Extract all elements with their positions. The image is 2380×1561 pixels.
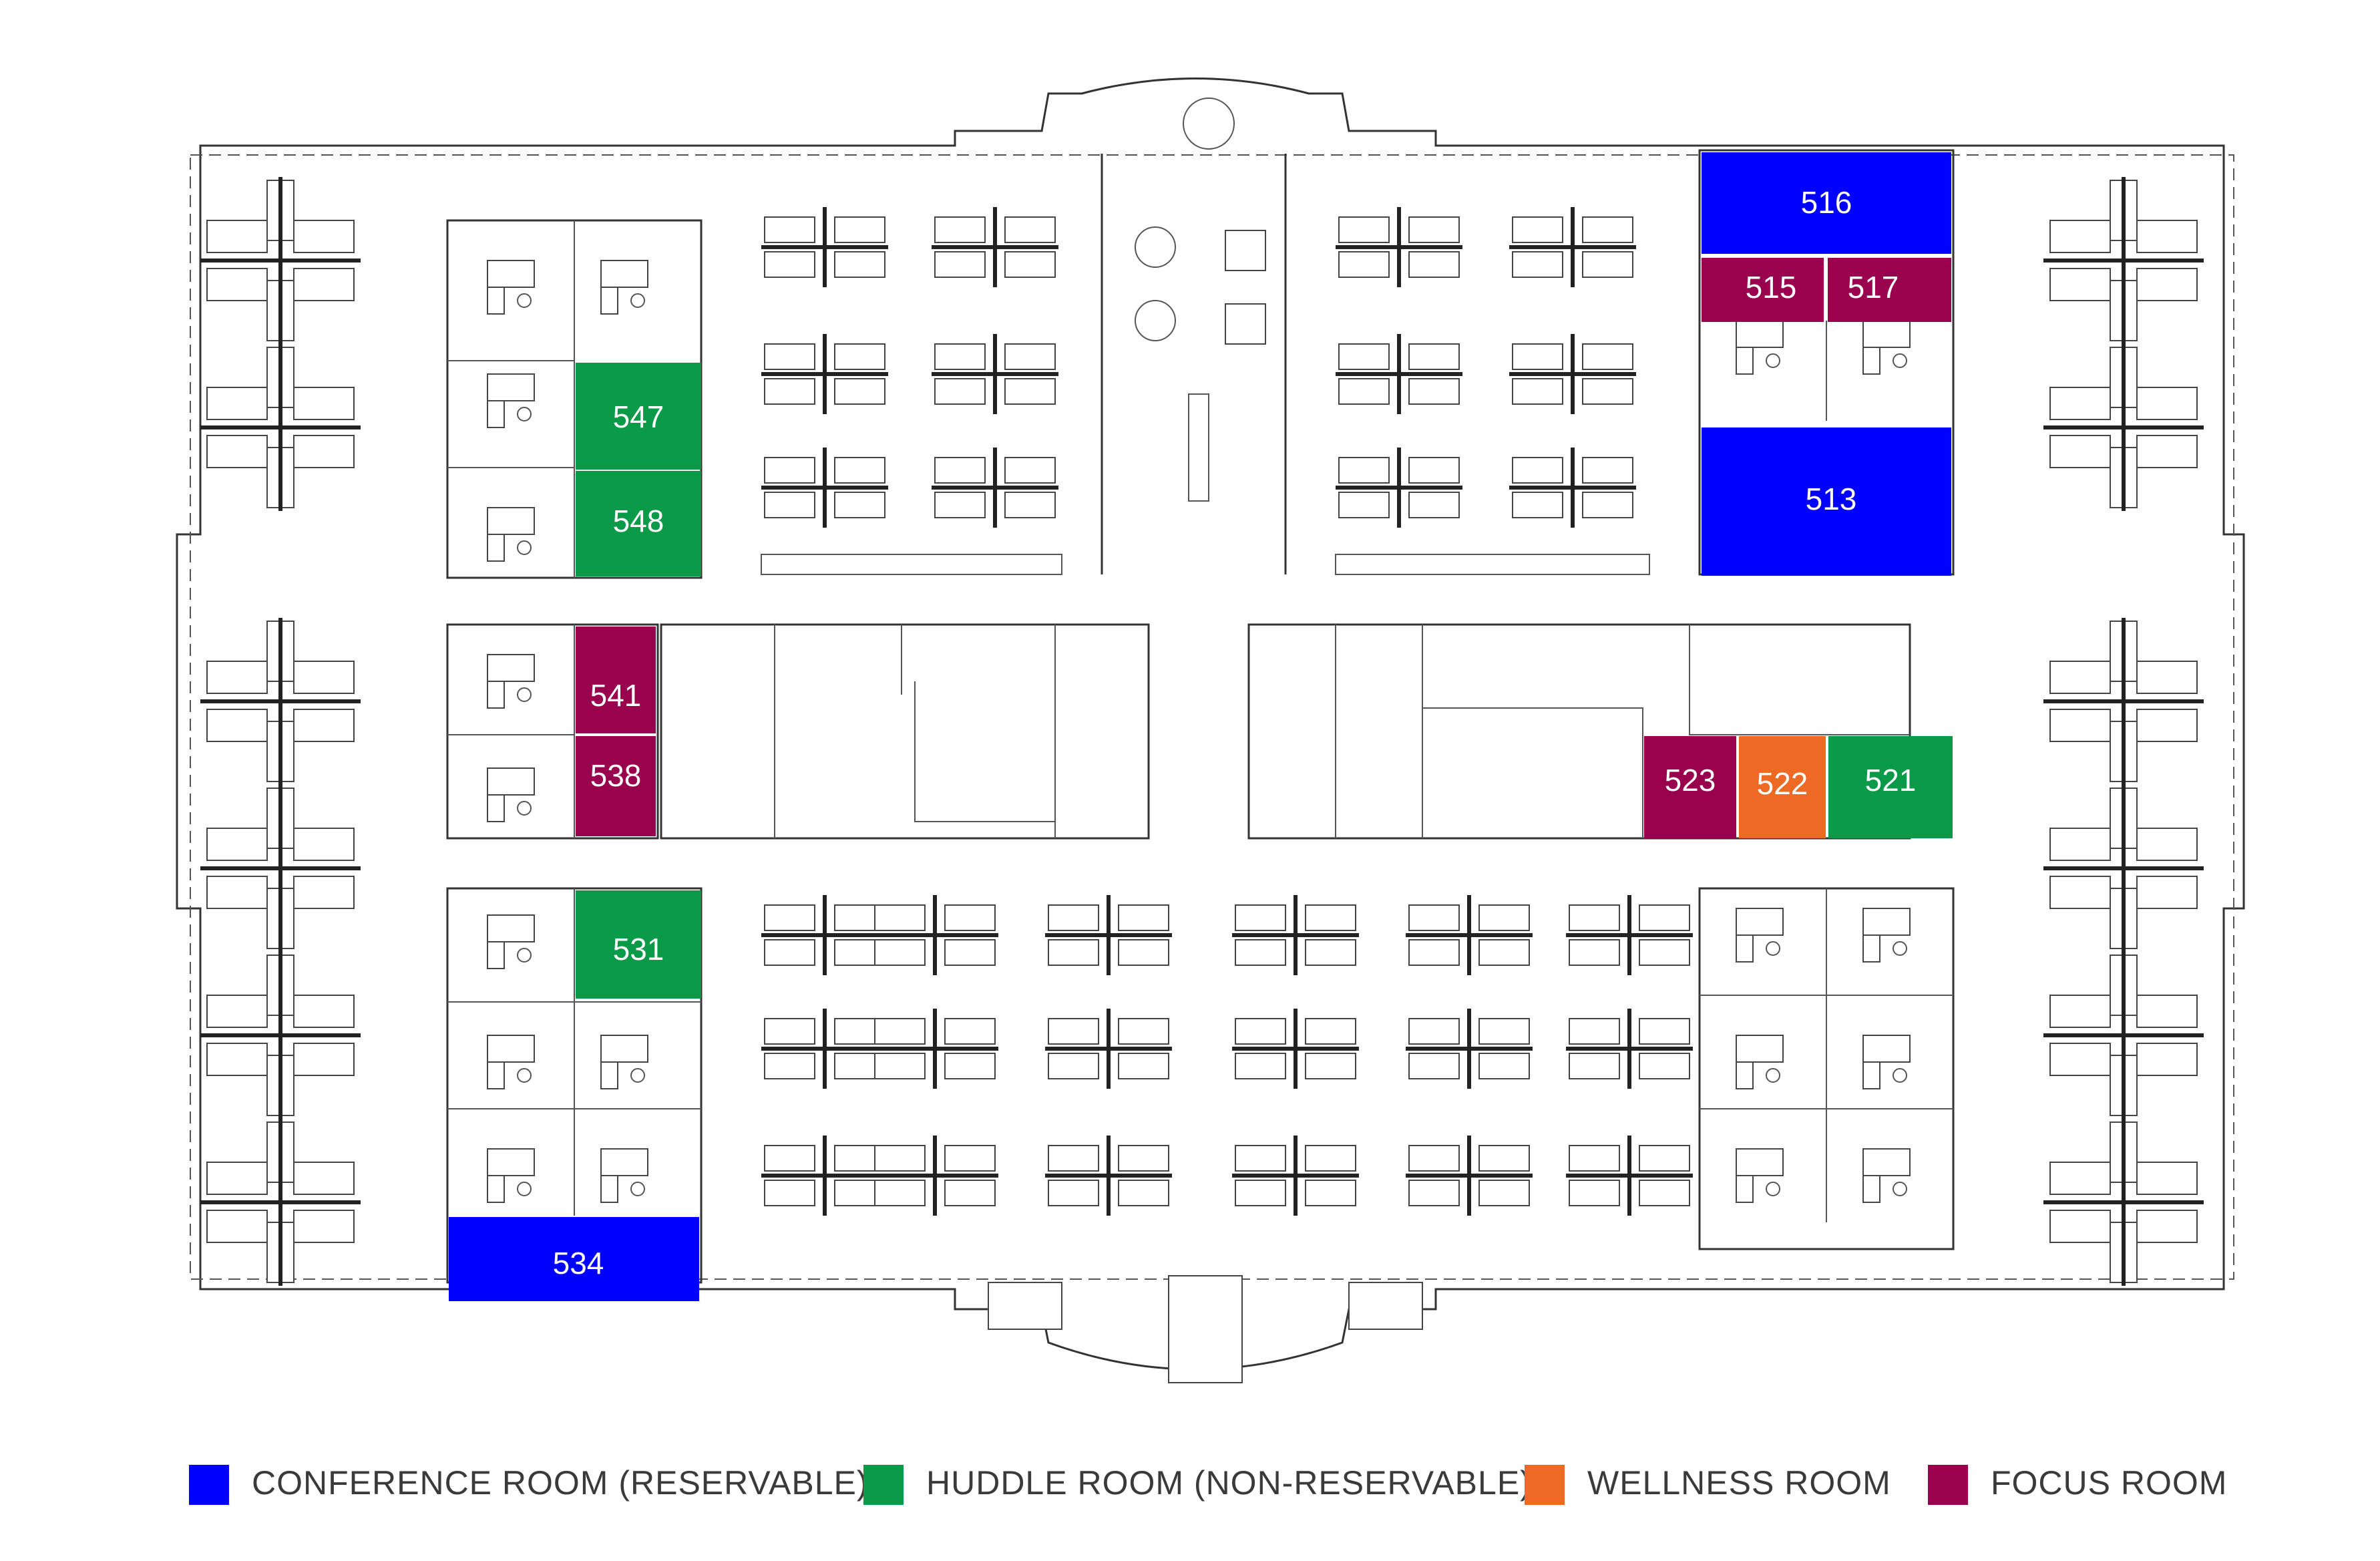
room-538[interactable]: 538 xyxy=(576,736,656,836)
room-521-label: 521 xyxy=(1865,763,1917,798)
legend-item-huddle: HUDDLE ROOM (NON-RESERVABLE) xyxy=(863,1464,1532,1505)
room-516-label: 516 xyxy=(1801,185,1852,220)
room-522-label: 522 xyxy=(1757,766,1808,801)
legend-item-focus: FOCUS ROOM xyxy=(1928,1464,2227,1505)
room-517-label: 517 xyxy=(1848,270,1899,305)
room-547[interactable]: 547 xyxy=(576,363,701,470)
room-515[interactable]: 515 xyxy=(1702,258,1824,322)
room-548-fill xyxy=(576,471,701,576)
legend-label-conference: CONFERENCE ROOM (RESERVABLE) xyxy=(252,1464,869,1502)
legend-label-wellness: WELLNESS ROOM xyxy=(1587,1464,1891,1502)
purple-square-icon xyxy=(1928,1465,1968,1505)
room-531[interactable]: 531 xyxy=(576,890,701,999)
legend-label-huddle: HUDDLE ROOM (NON-RESERVABLE) xyxy=(926,1464,1532,1502)
legend: CONFERENCE ROOM (RESERVABLE) HUDDLE ROOM… xyxy=(189,1464,2227,1505)
room-548-label: 548 xyxy=(613,504,664,538)
room-513[interactable]: 513 xyxy=(1702,427,1951,576)
orange-square-icon xyxy=(1525,1465,1565,1505)
room-521-fill xyxy=(1828,736,1953,838)
room-534-fill xyxy=(449,1217,699,1301)
room-515-fill xyxy=(1702,258,1824,322)
room-513-label: 513 xyxy=(1806,482,1857,516)
room-538-fill xyxy=(576,736,656,836)
room-548[interactable]: 548 xyxy=(576,471,701,576)
legend-label-focus: FOCUS ROOM xyxy=(1991,1464,2227,1502)
room-515-label: 515 xyxy=(1746,270,1797,305)
room-523[interactable]: 523 xyxy=(1644,736,1736,838)
room-531-label: 531 xyxy=(613,932,664,967)
blue-square-icon xyxy=(189,1465,229,1505)
room-522[interactable]: 522 xyxy=(1739,736,1826,838)
room-538-label: 538 xyxy=(590,758,642,793)
green-square-icon xyxy=(863,1465,904,1505)
room-531-fill xyxy=(576,890,701,999)
room-517[interactable]: 517 xyxy=(1828,258,1951,322)
room-541-fill xyxy=(576,627,656,733)
room-547-label: 547 xyxy=(613,399,664,434)
room-513-fill xyxy=(1702,427,1951,576)
room-547-fill xyxy=(576,363,701,470)
room-541[interactable]: 541 xyxy=(576,627,656,733)
room-541-label: 541 xyxy=(590,678,642,713)
room-516[interactable]: 516 xyxy=(1702,152,1951,254)
room-534[interactable]: 534 xyxy=(449,1217,699,1301)
legend-item-conference: CONFERENCE ROOM (RESERVABLE) xyxy=(189,1464,869,1505)
room-521[interactable]: 521 xyxy=(1828,736,1953,838)
room-534-label: 534 xyxy=(553,1246,604,1280)
workstations xyxy=(200,98,2204,1383)
legend-item-wellness: WELLNESS ROOM xyxy=(1525,1464,1891,1505)
room-523-fill xyxy=(1644,736,1736,838)
room-516-fill xyxy=(1702,152,1951,254)
building-outline xyxy=(176,77,2245,1371)
room-517-fill xyxy=(1828,258,1951,322)
room-522-fill xyxy=(1739,736,1826,838)
room-523-label: 523 xyxy=(1665,763,1716,798)
